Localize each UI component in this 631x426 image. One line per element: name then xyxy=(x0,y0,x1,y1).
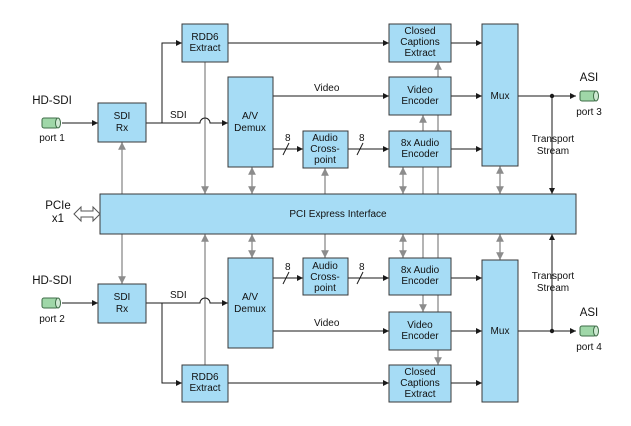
bnc-connector-icon xyxy=(41,297,61,309)
asi-label-top: ASI xyxy=(580,72,599,84)
block-label: Cross- xyxy=(310,144,339,155)
block-label: 8x Audio xyxy=(401,138,440,149)
block-sdi-rx-top: SDI Rx xyxy=(97,102,147,143)
block-label: SDI xyxy=(114,292,131,303)
video-label-bottom: Video xyxy=(314,318,340,329)
block-mux-bottom: Mux xyxy=(481,259,519,403)
block-label: Mux xyxy=(491,326,510,337)
block-label: PCI Express Interface xyxy=(289,209,387,220)
block-label: Video xyxy=(407,85,433,96)
block-label: Rx xyxy=(116,123,128,134)
bnc-connector-icon xyxy=(579,90,599,102)
block-label: Demux xyxy=(234,304,266,315)
channel-count-label: 8 xyxy=(285,133,291,144)
block-closed-captions-bottom: Closed Captions Extract xyxy=(388,364,452,403)
block-label: Video xyxy=(407,320,433,331)
block-label: Encoder xyxy=(401,331,439,342)
sdi-label-bottom: SDI xyxy=(170,290,187,301)
port-2-label: port 2 xyxy=(39,314,65,325)
block-audio-crosspoint-bottom: Audio Cross- point xyxy=(302,257,349,296)
block-label: Extract xyxy=(404,389,435,400)
block-sdi-rx-bottom: SDI Rx xyxy=(97,283,147,324)
hd-sdi-label-top: HD-SDI xyxy=(32,95,72,107)
block-label: point xyxy=(314,283,336,294)
block-pci-express-interface: PCI Express Interface xyxy=(99,193,577,235)
transport-stream-label-top: Transport xyxy=(532,134,575,145)
sdi-label-top: SDI xyxy=(170,110,187,121)
block-video-encoder-top: Video Encoder xyxy=(388,76,452,116)
block-label: Closed xyxy=(404,367,435,378)
bnc-connector-icon xyxy=(579,325,599,337)
block-label: Captions xyxy=(400,378,439,389)
port-3-label: port 3 xyxy=(576,107,602,118)
block-label: Extract xyxy=(189,43,220,54)
block-audio-encoder-bottom: 8x Audio Encoder xyxy=(388,257,452,296)
port-4-label: port 4 xyxy=(576,342,602,353)
transport-stream-label-top: Stream xyxy=(537,146,569,157)
channel-count-label: 8 xyxy=(359,262,365,273)
block-label: Audio xyxy=(312,261,338,272)
block-label: Encoder xyxy=(401,96,439,107)
block-mux-top: Mux xyxy=(481,23,519,167)
block-label: 8x Audio xyxy=(401,265,440,276)
block-label: Captions xyxy=(400,37,439,48)
signal-wires xyxy=(62,40,576,386)
block-label: RDD6 xyxy=(191,372,219,383)
block-rdd6-bottom: RDD6 Extract xyxy=(181,364,229,403)
block-label: A/V xyxy=(242,292,258,303)
block-audio-encoder-top: 8x Audio Encoder xyxy=(388,130,452,168)
block-label: Encoder xyxy=(401,149,439,160)
transport-stream-label-bottom: Stream xyxy=(537,283,569,294)
block-label: Demux xyxy=(234,123,266,134)
block-label: Closed xyxy=(404,26,435,37)
channel-count-label: 8 xyxy=(285,262,291,273)
transport-stream-label-bottom: Transport xyxy=(532,271,575,282)
port-1-label: port 1 xyxy=(39,133,65,144)
block-label: Encoder xyxy=(401,276,439,287)
bnc-connector-icon xyxy=(41,117,61,129)
block-label: point xyxy=(314,155,336,166)
pcie-double-arrow-icon xyxy=(73,205,101,223)
block-rdd6-top: RDD6 Extract xyxy=(181,23,229,63)
block-av-demux-top: A/V Demux xyxy=(227,76,274,168)
block-label: Extract xyxy=(189,383,220,394)
block-label: RDD6 xyxy=(191,32,219,43)
block-label: Cross- xyxy=(310,272,339,283)
block-closed-captions-top: Closed Captions Extract xyxy=(388,23,452,63)
pcie-x1-label: PCIe xyxy=(45,200,71,212)
pcie-x1-label: x1 xyxy=(52,213,64,225)
asi-label-bottom: ASI xyxy=(580,307,599,319)
block-label: A/V xyxy=(242,111,258,122)
block-av-demux-bottom: A/V Demux xyxy=(227,257,274,349)
block-audio-crosspoint-top: Audio Cross- point xyxy=(302,130,349,169)
block-label: Audio xyxy=(312,133,338,144)
block-label: Extract xyxy=(404,48,435,59)
block-label: Rx xyxy=(116,304,128,315)
block-label: Mux xyxy=(491,91,510,102)
block-video-encoder-bottom: Video Encoder xyxy=(388,311,452,351)
video-label-top: Video xyxy=(314,83,340,94)
hd-sdi-label-bottom: HD-SDI xyxy=(32,275,72,287)
block-label: SDI xyxy=(114,111,131,122)
channel-count-label: 8 xyxy=(359,133,365,144)
